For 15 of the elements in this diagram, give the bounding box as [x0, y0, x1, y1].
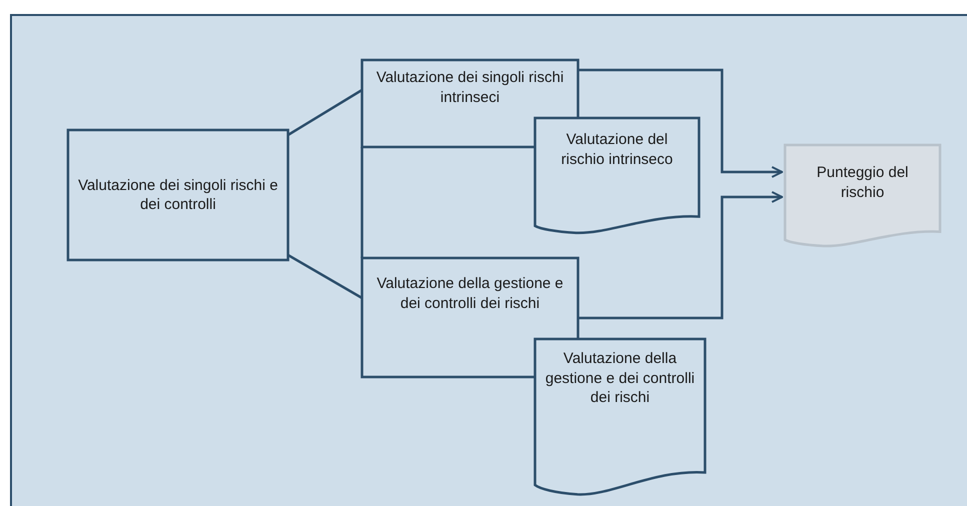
node-label: Valutazione della gestione e dei controlli dei rischi	[376, 274, 564, 313]
connector-line	[287, 88, 363, 136]
document-shape	[785, 145, 940, 247]
node-label: Valutazione dei singoli rischi intrinseci	[375, 68, 565, 107]
document-shape	[535, 118, 699, 234]
document-shape	[535, 339, 705, 496]
node-label: Valutazione della gestione e dei controlli dei rischi	[544, 349, 696, 408]
node-label: Valutazione del rischio intrinseco	[560, 130, 674, 169]
node-label: Valutazione dei singoli rischi e dei controlli	[77, 176, 279, 214]
process-box	[68, 130, 288, 260]
connector-line	[287, 254, 363, 300]
node-label: Punteggio del rischio	[816, 163, 910, 202]
arrow	[578, 68, 783, 178]
connector-line	[360, 147, 364, 258]
arrow	[578, 191, 783, 320]
